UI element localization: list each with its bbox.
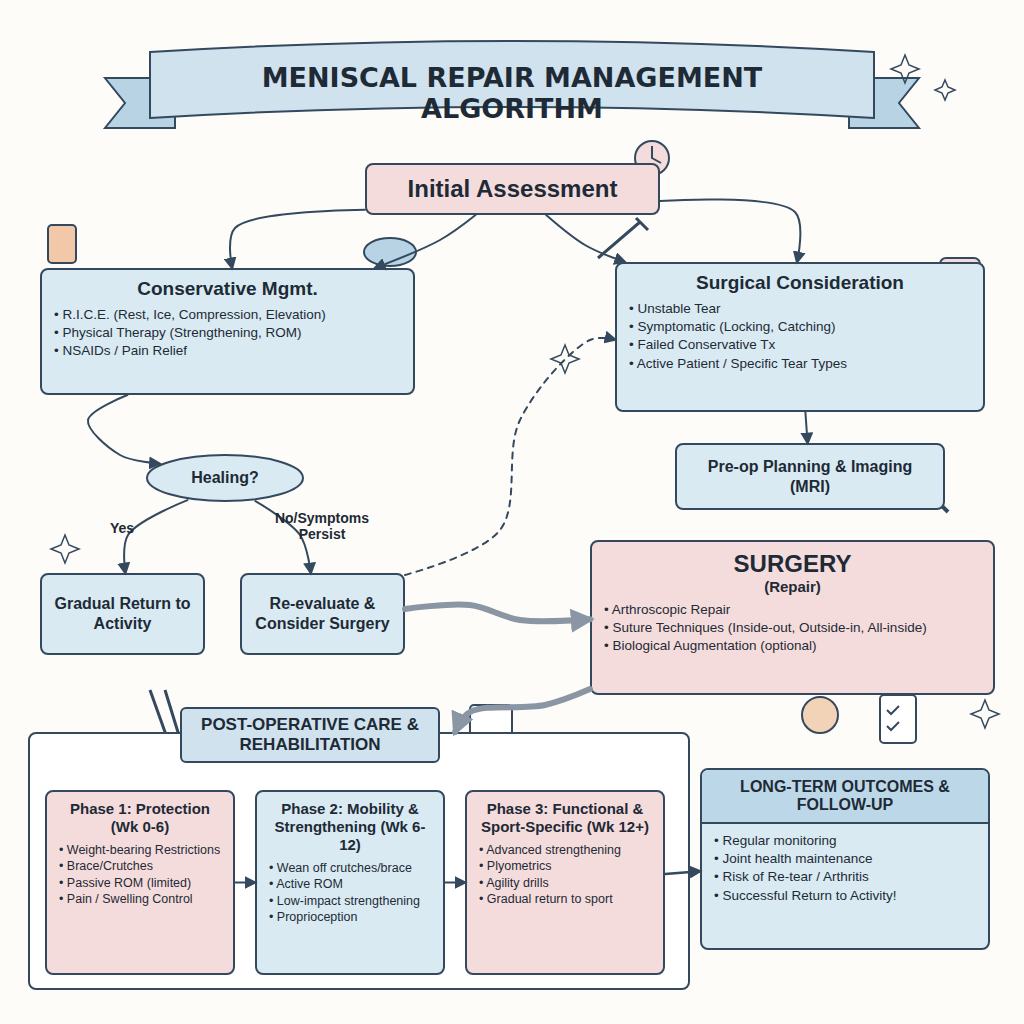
bullet-text: • Proprioception bbox=[269, 909, 431, 925]
sparkle bbox=[971, 700, 999, 728]
bullet-text: • Suture Techniques (Inside-out, Outside… bbox=[604, 619, 981, 637]
connector-arrow bbox=[405, 604, 590, 621]
bullet-text: • Active Patient / Specific Tear Types bbox=[629, 355, 971, 373]
clipboard-icon bbox=[880, 695, 916, 743]
bullet-text: • Active ROM bbox=[269, 876, 431, 892]
checklist-marks bbox=[887, 706, 899, 730]
bullet-text: • Arthroscopic Repair bbox=[604, 601, 981, 619]
node-heading: Healing? bbox=[157, 468, 293, 488]
node-heading: Conservative Mgmt. bbox=[54, 278, 401, 300]
edge-label: No/Symptoms Persist bbox=[262, 510, 382, 542]
connector-arrow bbox=[665, 871, 700, 874]
process-box: Pre-op Planning & Imaging (MRI) bbox=[675, 443, 945, 510]
connector-arrow bbox=[455, 689, 590, 732]
phase-box: Phase 1: Protection (Wk 0-6) • Weight-bea… bbox=[45, 790, 235, 975]
bullet-text: • Gradual return to sport bbox=[479, 891, 651, 907]
bullet-text: • Risk of Re-tear / Arthritis bbox=[714, 868, 976, 886]
bullet-text: • Regular monitoring bbox=[714, 832, 976, 850]
phase-box: Phase 3: Functional & Sport-Specific (Wk… bbox=[465, 790, 665, 975]
clock-hands bbox=[652, 146, 661, 163]
sparkle bbox=[891, 55, 919, 83]
sparkle bbox=[551, 345, 579, 373]
node-heading: Phase 1: Protection (Wk 0-6) bbox=[59, 800, 221, 836]
connector-arrow bbox=[230, 210, 365, 268]
process-box: Re-evaluate & Consider Surgery bbox=[240, 573, 405, 655]
bullet-text: • Low-impact strengthening bbox=[269, 893, 431, 909]
outcome-box: Gradual Return to Activity bbox=[40, 573, 205, 655]
sparkle bbox=[935, 80, 955, 100]
bullet-text: • Pain / Swelling Control bbox=[59, 891, 221, 907]
node-heading: POST-OPERATIVE CARE & REHABILITATION bbox=[180, 707, 440, 763]
dashed-connector bbox=[405, 338, 615, 575]
scalpel-icon bbox=[598, 218, 648, 258]
bullet-text: • Failed Conservative Tx bbox=[629, 336, 971, 354]
bullet-text: • Wean off crutches/brace bbox=[269, 860, 431, 876]
oval-shape bbox=[147, 455, 303, 501]
connector-arrow bbox=[88, 395, 160, 464]
bullet-text: • Passive ROM (limited) bbox=[59, 875, 221, 891]
connector-arrow bbox=[805, 412, 807, 443]
node-heading: Re-evaluate & Consider Surgery bbox=[254, 594, 391, 634]
node-heading: Gradual Return to Activity bbox=[54, 594, 191, 634]
bullet-text: • Agility drills bbox=[479, 875, 651, 891]
patient-icon bbox=[802, 697, 838, 733]
node-heading: (Repair) bbox=[604, 578, 981, 595]
ice-pack bbox=[364, 238, 416, 266]
node-heading: Pre-op Planning & Imaging (MRI) bbox=[689, 457, 931, 497]
sparkle bbox=[51, 535, 79, 563]
connector-arrow bbox=[660, 200, 800, 262]
connector-arrow bbox=[546, 215, 625, 262]
connector-arrow bbox=[445, 882, 465, 884]
phase-box: Phase 2: Mobility & Strengthening (Wk 6-… bbox=[255, 790, 445, 975]
node-heading: Surgical Consideration bbox=[629, 272, 971, 294]
outcome-box: LONG-TERM OUTCOMES & FOLLOW-UP • Regular … bbox=[700, 768, 990, 950]
node-heading: SURGERY bbox=[604, 550, 981, 578]
node-heading: Phase 2: Mobility & Strengthening (Wk 6-… bbox=[269, 800, 431, 854]
diagram-title: MENISCAL REPAIR MANAGEMENT ALGORITHM bbox=[170, 62, 854, 124]
bullet-text: • Unstable Tear bbox=[629, 300, 971, 318]
pill-bottle bbox=[48, 225, 76, 263]
bullet-text: • Brace/Crutches bbox=[59, 858, 221, 874]
bullet-text: • R.I.C.E. (Rest, Ice, Compression, Elev… bbox=[54, 306, 401, 324]
group-container: Phase 1: Protection (Wk 0-6) • Weight-bea… bbox=[28, 732, 690, 990]
bullet-text: • Weight-bearing Restrictions bbox=[59, 842, 221, 858]
edge-label: Yes bbox=[92, 520, 152, 536]
bullet-text: • Plyometrics bbox=[479, 858, 651, 874]
connector-arrow bbox=[375, 215, 476, 268]
bullet-text: • Biological Augmentation (optional) bbox=[604, 637, 981, 655]
connector-arrow bbox=[235, 882, 255, 884]
bullet-text: • Advanced strengthening bbox=[479, 842, 651, 858]
bullet-text: • NSAIDs / Pain Relief bbox=[54, 342, 401, 360]
connector-arrow bbox=[124, 500, 187, 573]
process-box: Conservative Mgmt. • R.I.C.E. (Rest, Ice,… bbox=[40, 268, 415, 395]
bullet-text: • Joint health maintenance bbox=[714, 850, 976, 868]
node-heading: LONG-TERM OUTCOMES & FOLLOW-UP bbox=[702, 770, 988, 824]
bullet-text: • Successful Return to Activity! bbox=[714, 887, 976, 905]
bullet-text: • Physical Therapy (Strengthening, ROM) bbox=[54, 324, 401, 342]
decision-oval: Healing? bbox=[145, 453, 305, 503]
start-box: Initial Assessment bbox=[365, 163, 660, 215]
node-heading: Phase 3: Functional & Sport-Specific (Wk… bbox=[479, 800, 651, 836]
surgery-box: SURGERY(Repair) • Arthroscopic Repair• Su… bbox=[590, 540, 995, 695]
process-box: Surgical Consideration • Unstable Tear• S… bbox=[615, 262, 985, 412]
node-heading: Initial Assessment bbox=[379, 175, 646, 203]
bullet-text: • Symptomatic (Locking, Catching) bbox=[629, 318, 971, 336]
